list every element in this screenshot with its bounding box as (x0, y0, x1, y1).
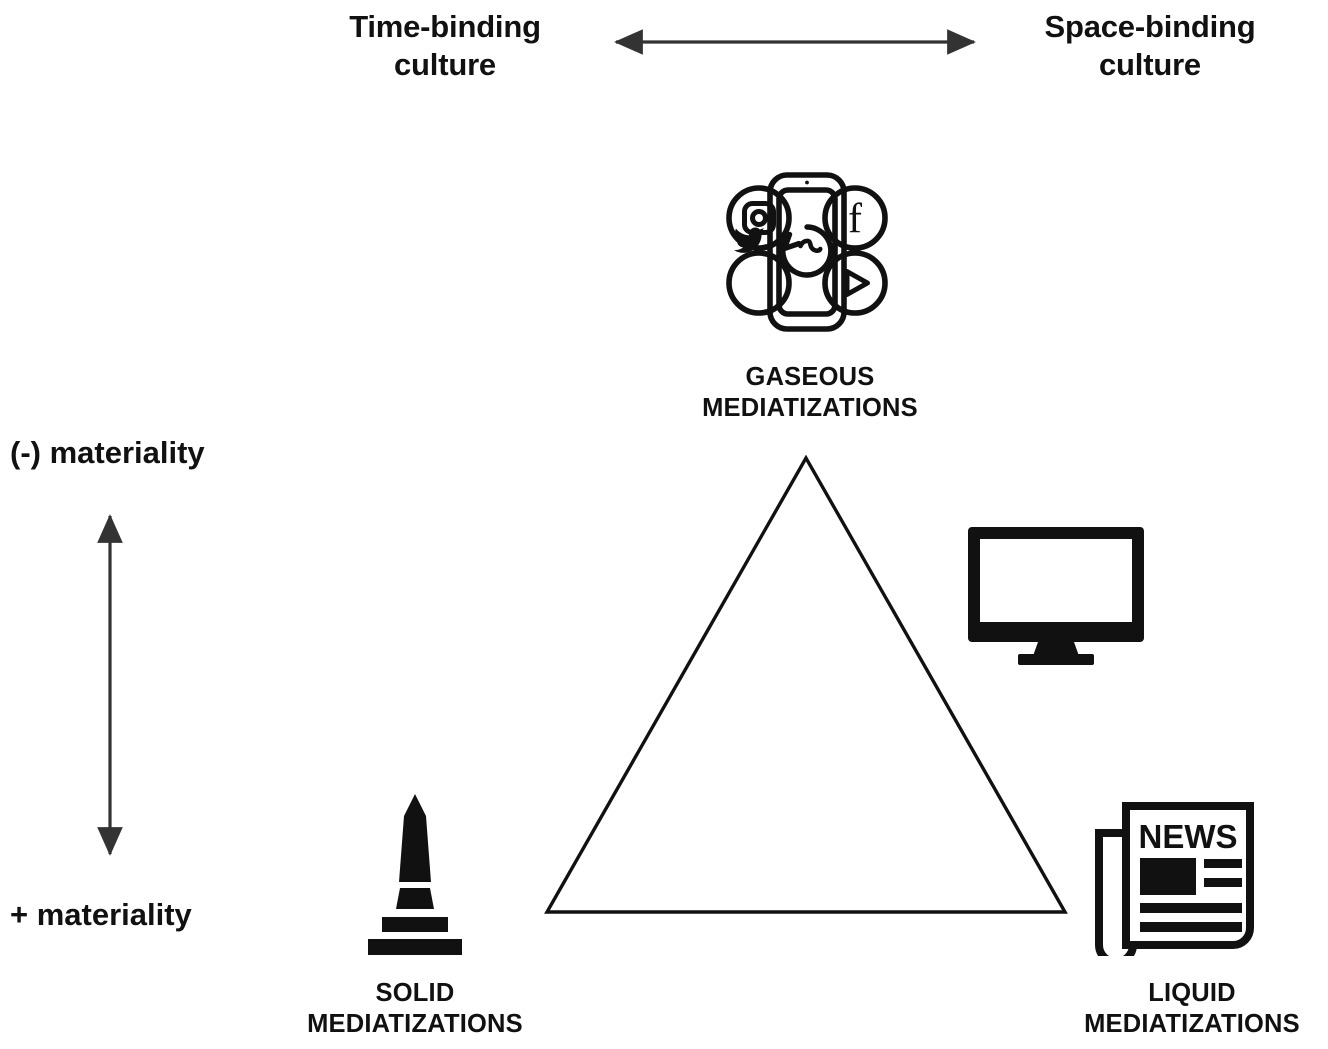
newspaper-headline: NEWS (1139, 818, 1238, 855)
smartphone-social-media-icon: f (718, 168, 896, 341)
gaseous-mediatizations-label: GASEOUS MEDIATIZATIONS (702, 363, 918, 423)
twitter-bird-glyph (733, 227, 765, 253)
horizontal-double-arrow-icon (614, 29, 976, 55)
facebook-f-glyph: f (848, 196, 862, 242)
television-icon (966, 525, 1146, 675)
obelisk-monument-icon (352, 790, 478, 967)
time-binding-culture-label: Time-binding culture (349, 9, 541, 82)
newspaper-icon: NEWS (1092, 800, 1258, 966)
negative-materiality-label: (-) materiality (10, 435, 205, 470)
solid-mediatizations-label: SOLID MEDIATIZATIONS (307, 979, 523, 1039)
space-binding-culture-label: Space-binding culture (1044, 9, 1256, 82)
vertical-double-arrow-icon (97, 514, 123, 856)
positive-materiality-label: + materiality (10, 897, 192, 932)
liquid-mediatizations-label: LIQUID MEDIATIZATIONS (1084, 979, 1300, 1039)
mediatization-triangle (544, 454, 1068, 914)
